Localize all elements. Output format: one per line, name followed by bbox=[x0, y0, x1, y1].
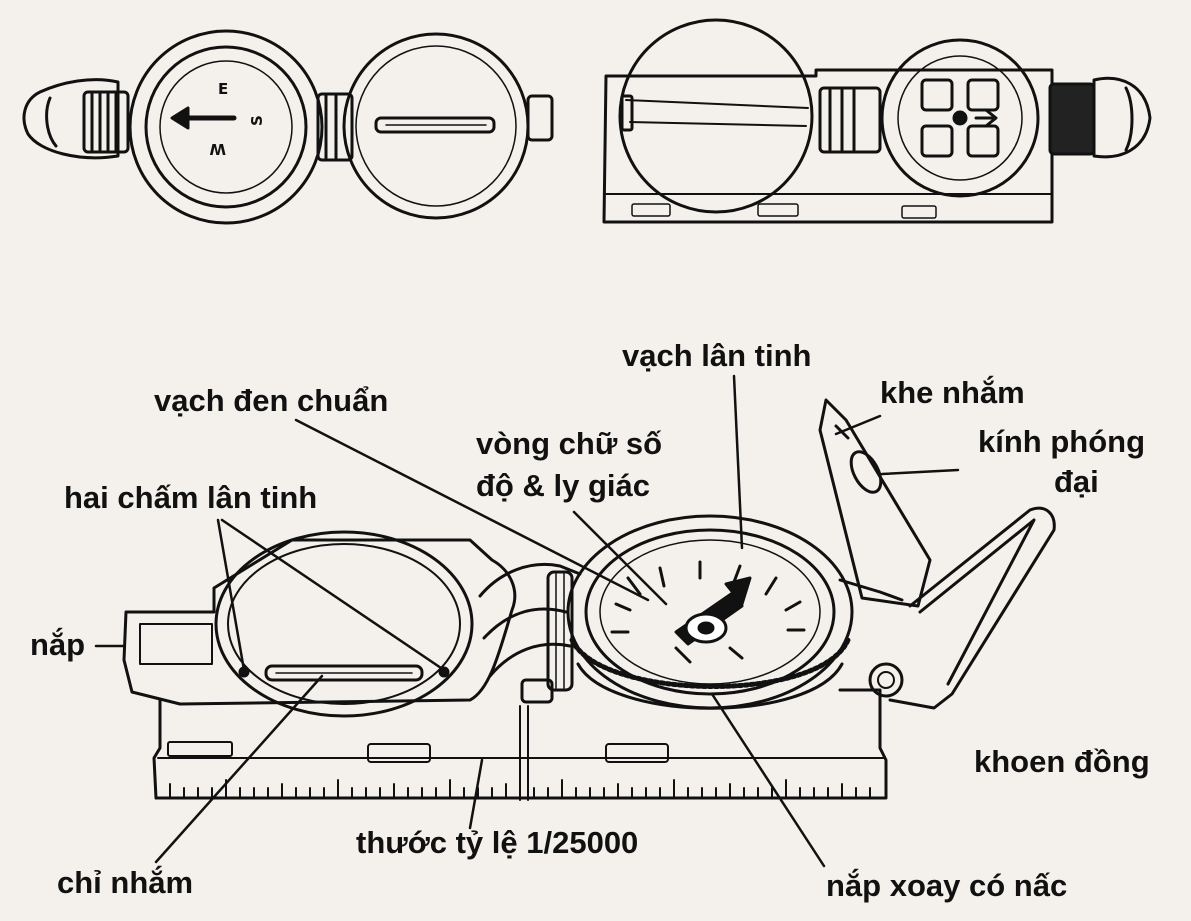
compass-open-view bbox=[122, 398, 1056, 801]
east-letter: E bbox=[218, 80, 228, 98]
label-khoen-dong: khoen đồng bbox=[974, 744, 1150, 779]
leader-lines bbox=[94, 374, 960, 868]
label-chi-nham: chỉ nhắm bbox=[57, 865, 194, 900]
label-vach-lan-tinh: vạch lân tinh bbox=[622, 338, 812, 373]
label-thuoc-ty-le: thước tỷ lệ 1/25000 bbox=[356, 825, 639, 860]
west-letter: W bbox=[209, 140, 226, 158]
south-letter: S bbox=[248, 115, 266, 126]
label-nap-xoay-co-nac: nắp xoay có nấc bbox=[826, 868, 1068, 903]
compass-bottom-view bbox=[602, 18, 1152, 224]
label-khe-nham: khe nhắm bbox=[880, 375, 1025, 410]
label-hai-cham-lan-tinh: hai chấm lân tinh bbox=[64, 480, 318, 515]
label-nap: nắp bbox=[30, 627, 86, 662]
label-kinh-phong-dai-1: kính phóng bbox=[978, 424, 1146, 459]
label-vach-den-chuan: vạch đen chuẩn bbox=[154, 383, 389, 418]
label-vong-chu-so-1: vòng chữ số bbox=[476, 426, 663, 461]
label-vong-chu-so-2: độ & ly giác bbox=[476, 468, 650, 503]
compass-top-view bbox=[22, 29, 554, 225]
label-kinh-phong-dai-2: đại bbox=[1054, 464, 1099, 499]
